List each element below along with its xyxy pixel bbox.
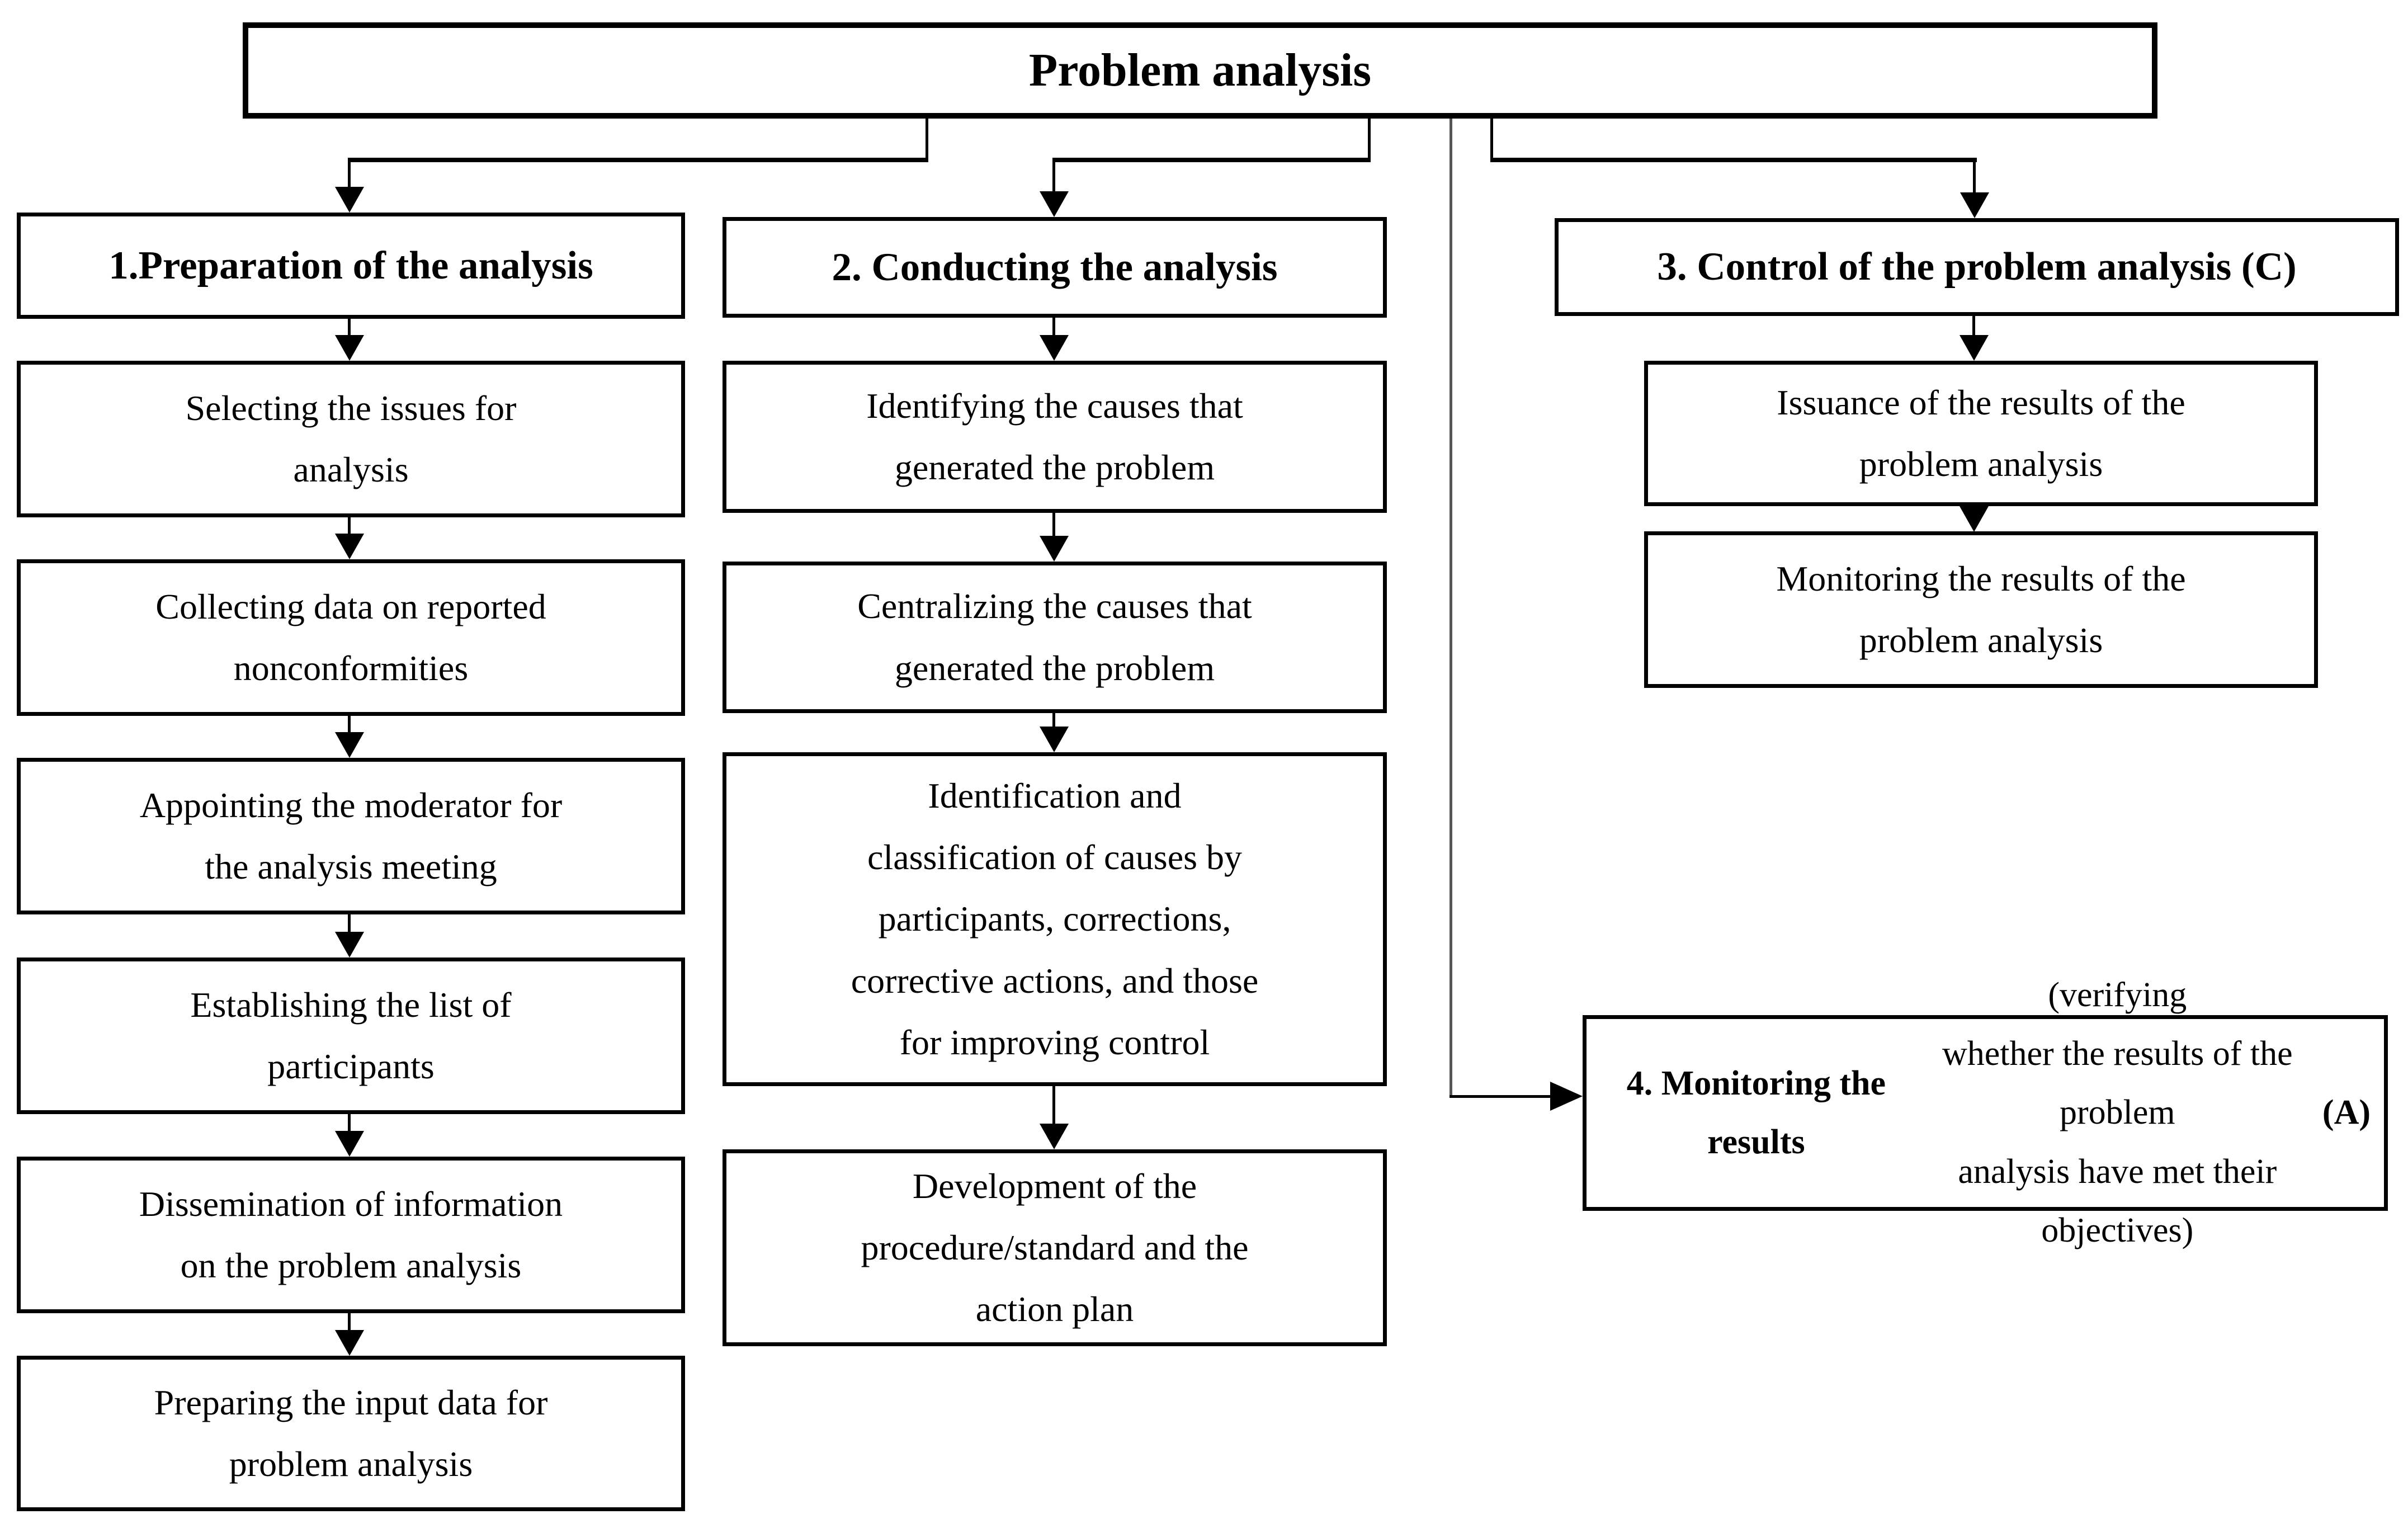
node-monitoring-results-sub: Monitoring the results of the problem an…	[1644, 531, 2318, 688]
node-problem-analysis: Problem analysis	[243, 22, 2157, 119]
monitoring-normal-text: (verifying whether the results of the pr…	[1942, 975, 2293, 1250]
connector-title-to-monitoring-dropline	[1449, 119, 1452, 1097]
node-appointing-moderator: Appointing the moderator for the analysi…	[17, 758, 685, 914]
arrow-down-left-6-icon	[335, 1313, 364, 1356]
node-identification-classification: Identification and classification of cau…	[723, 752, 1387, 1086]
node-dissemination-information: Dissemination of information on the prob…	[17, 1157, 685, 1313]
monitoring-bold-tail: (A)	[2322, 1093, 2371, 1132]
monitoring-bold-lead: 4. Monitoring the results	[1626, 1064, 1886, 1161]
connector-title-to-conducting-hline	[1052, 158, 1371, 162]
node-issuance-results: Issuance of the results of the problem a…	[1644, 361, 2318, 506]
connector-title-to-preparation-stub	[926, 119, 928, 161]
arrow-down-into-conducting-icon	[1040, 159, 1069, 217]
arrow-down-mid-1-icon	[1040, 318, 1069, 361]
arrow-down-left-3-icon	[335, 716, 364, 758]
connector-title-to-preparation-hline	[348, 158, 928, 162]
arrow-down-into-preparation-icon	[335, 159, 364, 213]
node-establishing-list: Establishing the list of participants	[17, 958, 685, 1114]
node-development-procedure: Development of the procedure/standard an…	[723, 1149, 1387, 1346]
arrow-down-into-control-icon	[1960, 159, 1989, 218]
node-preparation-header: 1.Preparation of the analysis	[17, 213, 685, 319]
arrow-down-right-1-icon	[1960, 316, 1989, 361]
connector-title-to-conducting-stub	[1368, 119, 1371, 161]
arrow-down-mid-4-icon	[1040, 1086, 1069, 1149]
arrow-right-into-monitoring-icon	[1449, 1082, 1583, 1111]
node-selecting-issues: Selecting the issues for analysis	[17, 361, 685, 517]
node-identifying-causes: Identifying the causes that generated th…	[723, 361, 1387, 513]
arrow-down-mid-2-icon	[1040, 513, 1069, 562]
node-control-header: 3. Control of the problem analysis (C)	[1555, 218, 2399, 316]
node-centralizing-causes: Centralizing the causes that generated t…	[723, 562, 1387, 713]
arrow-down-mid-3-icon	[1040, 713, 1069, 752]
node-collecting-data: Collecting data on reported nonconformit…	[17, 559, 685, 716]
node-monitoring-results-main: 4. Monitoring the results (verifying whe…	[1583, 976, 2388, 1249]
node-conducting-header: 2. Conducting the analysis	[723, 217, 1387, 318]
arrow-down-left-5-icon	[335, 1114, 364, 1157]
arrow-down-left-1-icon	[335, 319, 364, 361]
connector-title-to-control-hline	[1490, 158, 1977, 162]
arrow-down-left-4-icon	[335, 914, 364, 958]
connector-title-to-control-stub	[1490, 119, 1493, 161]
node-preparing-input-data: Preparing the input data for problem ana…	[17, 1356, 685, 1511]
arrow-down-left-2-icon	[335, 517, 364, 559]
